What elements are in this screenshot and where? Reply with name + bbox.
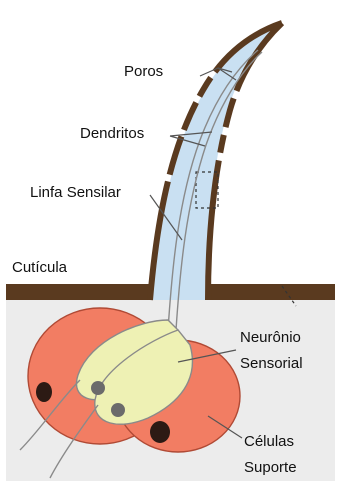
neuron-nucleus-1 — [91, 381, 105, 395]
cuticle-right — [206, 284, 335, 300]
label-neuronio-line2: Sensorial — [240, 355, 303, 372]
neuron-nucleus-2 — [111, 403, 125, 417]
support-nucleus-right — [150, 421, 170, 443]
label-celulas-line2: Suporte — [244, 459, 297, 476]
label-poros: Poros — [124, 63, 163, 80]
label-cuticula: Cutícula — [12, 259, 68, 276]
label-neuronio-line1: Neurônio — [240, 329, 301, 346]
label-linfa-sensilar: Linfa Sensilar — [30, 184, 121, 201]
label-dendritos: Dendritos — [80, 125, 144, 142]
label-celulas-line1: Células — [244, 433, 294, 450]
support-nucleus-left — [36, 382, 52, 402]
cuticle-left — [6, 284, 152, 300]
